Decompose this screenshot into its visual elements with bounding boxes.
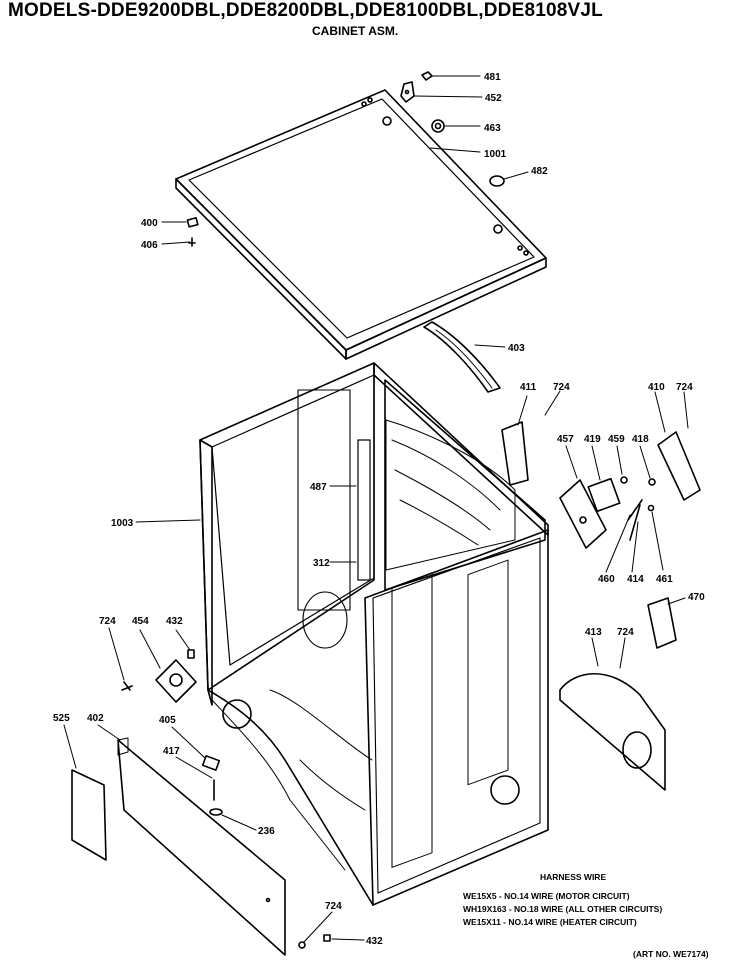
label-482: 482 (531, 166, 548, 177)
label-413: 413 (585, 627, 602, 638)
screw-406 (188, 237, 196, 247)
art-number: (ART NO. WE7174) (633, 949, 709, 959)
plug-482 (489, 175, 505, 187)
part-459 (620, 476, 628, 484)
label-463: 463 (484, 123, 501, 134)
panel-525 (71, 769, 107, 861)
label-461: 461 (656, 574, 673, 585)
label-525: 525 (53, 713, 70, 724)
bracket-452 (400, 81, 415, 103)
page-subtitle: CABINET ASM. (312, 24, 399, 38)
bracket-410 (657, 431, 701, 501)
label-414: 414 (627, 574, 644, 585)
bracket-411 (501, 421, 529, 486)
harness-line-3: WE15X11 - NO.14 WIRE (HEATER CIRCUIT) (463, 917, 637, 927)
label-457: 457 (557, 434, 574, 445)
harness-heading: HARNESS WIRE (540, 872, 606, 882)
label-460: 460 (598, 574, 615, 585)
switch-419 (587, 477, 621, 513)
screw-724-left (121, 681, 133, 691)
label-400: 400 (141, 218, 158, 229)
harness-line-2: WH19X163 - NO.18 WIRE (ALL OTHER CIRCUIT… (463, 904, 662, 914)
knob-463 (431, 119, 445, 133)
label-236: 236 (258, 826, 275, 837)
bracket-457 (559, 479, 607, 549)
clip-400 (186, 217, 199, 228)
label-403: 403 (508, 343, 525, 354)
label-470: 470 (688, 592, 705, 603)
label-312: 312 (313, 558, 330, 569)
label-724-c: 724 (617, 627, 634, 638)
label-411: 411 (520, 382, 537, 393)
label-432-b: 432 (366, 936, 383, 947)
label-481: 481 (484, 72, 501, 83)
label-402: 402 (87, 713, 104, 724)
screw-432-bottom (323, 934, 331, 942)
label-410: 410 (648, 382, 665, 393)
label-432-a: 432 (166, 616, 183, 627)
part-405 (201, 755, 221, 771)
plate-470 (647, 597, 677, 649)
leader-lines (63, 75, 689, 943)
foot-236 (209, 808, 223, 816)
label-724-e: 724 (325, 901, 342, 912)
screw-724-bottom (298, 941, 306, 949)
label-1003: 1003 (111, 518, 134, 529)
screw-481 (421, 71, 433, 81)
label-417: 417 (163, 746, 180, 757)
toe-kick-402 (117, 737, 286, 956)
label-418: 418 (632, 434, 649, 445)
top-panel (175, 89, 547, 360)
access-cover-413 (559, 673, 666, 791)
label-454: 454 (132, 616, 149, 627)
label-724-d: 724 (99, 616, 116, 627)
seal-403 (423, 321, 501, 393)
part-461 (647, 504, 655, 512)
label-405: 405 (159, 715, 176, 726)
part-418 (648, 478, 656, 486)
label-724-b: 724 (676, 382, 693, 393)
label-419: 419 (584, 434, 601, 445)
label-459: 459 (608, 434, 625, 445)
label-452: 452 (485, 93, 502, 104)
label-487: 487 (310, 482, 327, 493)
label-406: 406 (141, 240, 158, 251)
harness-line-1: WE15X5 - NO.14 WIRE (MOTOR CIRCUIT) (463, 891, 630, 901)
inlet-454 (155, 659, 197, 703)
cabinet-body (199, 362, 549, 906)
part-414 (627, 499, 643, 541)
screw-432-left (187, 649, 195, 659)
label-724-a: 724 (553, 382, 570, 393)
page-title: MODELS-DDE9200DBL,DDE8200DBL,DDE8100DBL,… (8, 0, 603, 21)
label-1001: 1001 (484, 149, 507, 160)
